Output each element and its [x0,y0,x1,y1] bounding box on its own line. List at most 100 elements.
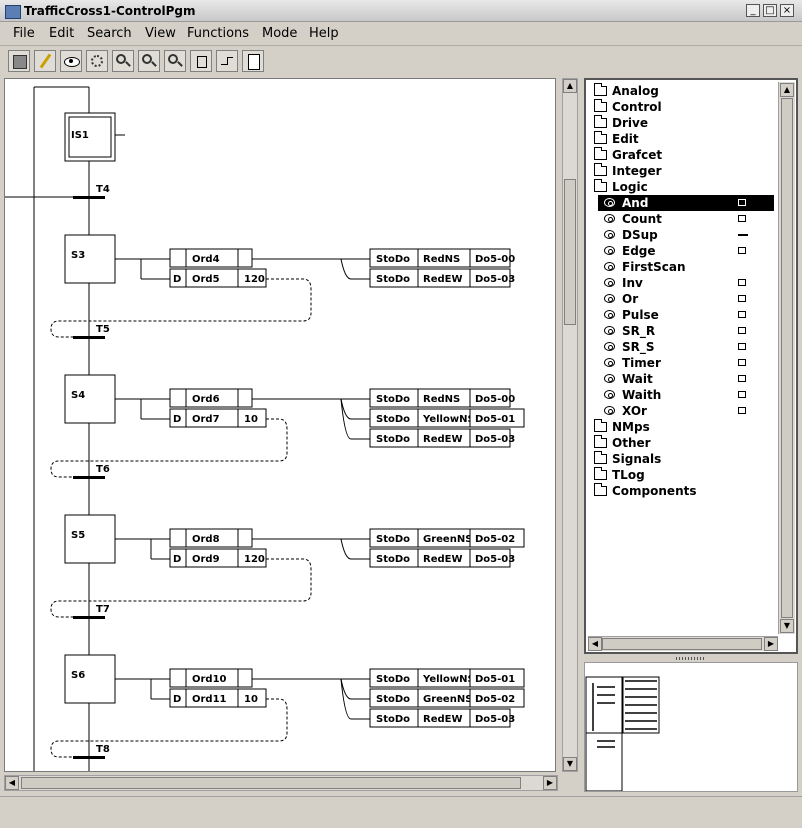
maximize-button[interactable]: □ [763,4,777,17]
action-link-curve [340,398,370,440]
palette-item-pulse[interactable]: Pulse [598,307,774,323]
action-signal-label: GreenNS [423,534,472,545]
step-label: S3 [71,250,85,261]
palette-item-and[interactable]: And [598,195,774,211]
block-symbol-icon [738,295,746,302]
menu-functions[interactable]: Functions [187,26,250,41]
edit-pencil-icon[interactable] [34,50,56,72]
navigator-overview[interactable] [584,662,798,792]
action-device-box [469,528,525,548]
palette-item-or[interactable]: Or [598,291,774,307]
palette-folder-logic[interactable]: Logic [586,179,782,195]
menu-search[interactable]: Search [87,26,132,41]
palette-scroll-down-button[interactable]: ▼ [780,619,794,633]
palette-scroll-left-button[interactable]: ◀ [588,637,602,651]
window-title: TrafficCross1-ControlPgm [24,4,196,18]
palette-hscroll-thumb[interactable] [602,638,762,650]
palette-item-wait[interactable]: Wait [598,371,774,387]
step-symbol-icon[interactable] [190,50,212,72]
subwindow-icon[interactable] [242,50,264,72]
palette-folder-nmps[interactable]: NMps [586,419,782,435]
palette-item-dsup[interactable]: DSup [598,227,774,243]
transition-symbol-icon[interactable] [216,50,238,72]
palette-folder-other[interactable]: Other [586,435,782,451]
function-object-icon [604,214,615,223]
function-object-icon [604,246,615,255]
close-button[interactable]: × [780,4,794,17]
menu-mode[interactable]: Mode [262,26,298,41]
panel-splitter-handle[interactable] [676,657,706,660]
palette-horizontal-scrollbar[interactable]: ◀ ▶ [588,636,778,651]
palette-folder-control[interactable]: Control [586,99,782,115]
scroll-right-button[interactable]: ▶ [543,776,557,790]
palette-folder-drive[interactable]: Drive [586,115,782,131]
canvas-vscroll-thumb[interactable] [564,179,576,325]
function-object-icon [604,390,615,399]
canvas-horizontal-scrollbar[interactable]: ◀ ▶ [4,775,558,791]
palette-item-count[interactable]: Count [598,211,774,227]
palette-folder-components[interactable]: Components [586,483,782,499]
palette-item-sr_r[interactable]: SR_R [598,323,774,339]
function-object-icon [604,406,615,415]
palette-item-sr_s[interactable]: SR_S [598,339,774,355]
action-signal-label: RedNS [423,394,460,405]
palette-folder-grafcet[interactable]: Grafcet [586,147,782,163]
canvas-hscroll-thumb[interactable] [21,777,521,789]
function-object-icon [604,198,615,207]
palette-folder-integer[interactable]: Integer [586,163,782,179]
action-device-label: Do5-02 [475,694,515,705]
scroll-down-button[interactable]: ▼ [563,757,577,771]
action-signal-label: RedEW [423,714,463,725]
action-device-box [469,248,511,268]
palette-vscroll-thumb[interactable] [781,98,793,618]
folder-icon [594,99,607,112]
action-device-label: Do5-03 [475,434,515,445]
menu-view[interactable]: View [145,26,176,41]
palette-scroll-up-button[interactable]: ▲ [780,83,794,97]
action-device-box [469,668,525,688]
zoom-icon[interactable] [138,50,160,72]
folder-open-icon [594,179,607,192]
palette-item-timer[interactable]: Timer [598,355,774,371]
eye-icon[interactable] [60,50,82,72]
zoom-in-icon[interactable] [112,50,134,72]
palette-item-xor[interactable]: XOr [598,403,774,419]
palette-folder-edit[interactable]: Edit [586,131,782,147]
action-type-label: StoDo [376,394,410,405]
action-device-label: Do5-01 [475,414,515,425]
palette-folder-label: NMps [612,420,650,434]
palette-scroll-right-button[interactable]: ▶ [764,637,778,651]
palette-folder-analog[interactable]: Analog [586,83,782,99]
order-qualifier-label: D [173,694,181,705]
palette-item-firstscan[interactable]: FirstScan [598,259,774,275]
zoom-out-icon[interactable] [164,50,186,72]
canvas-vertical-scrollbar[interactable]: ▲ ▼ [562,78,578,772]
order-param-box [237,688,267,708]
order-name-label: Ord7 [192,414,220,425]
scroll-left-button[interactable]: ◀ [5,776,19,790]
view-all-icon[interactable] [8,50,30,72]
block-symbol-icon [738,375,746,382]
minimize-button[interactable]: _ [746,4,760,17]
palette-folder-tlog[interactable]: TLog [586,467,782,483]
order-param-box [237,248,253,268]
palette-folder-signals[interactable]: Signals [586,451,782,467]
order-name-label: Ord11 [192,694,227,705]
overview-map[interactable] [585,663,797,792]
palette-item-waith[interactable]: Waith [598,387,774,403]
gear-icon[interactable] [86,50,108,72]
folder-icon [594,147,607,160]
menu-help[interactable]: Help [309,26,339,41]
function-object-icon [604,342,615,351]
palette-item-label: DSup [622,228,658,242]
scroll-up-button[interactable]: ▲ [563,79,577,93]
palette-item-inv[interactable]: Inv [598,275,774,291]
palette-vertical-scrollbar[interactable]: ▲ ▼ [778,82,795,634]
palette-item-edge[interactable]: Edge [598,243,774,259]
menu-file[interactable]: File [13,26,35,41]
menu-edit[interactable]: Edit [49,26,75,41]
order-name-label: Ord4 [192,254,220,265]
